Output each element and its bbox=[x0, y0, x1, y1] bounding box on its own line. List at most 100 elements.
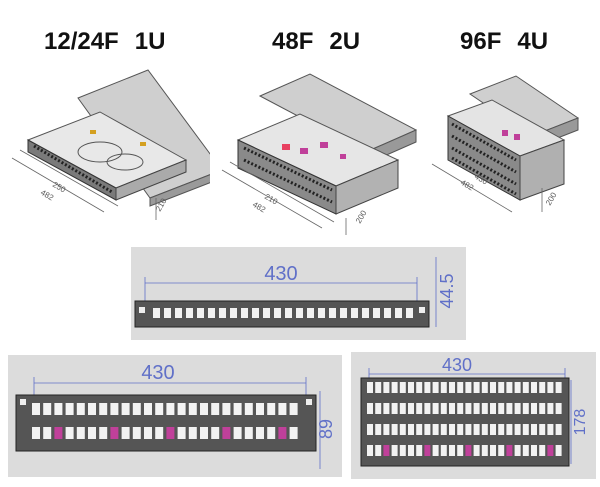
port bbox=[110, 427, 119, 439]
port bbox=[375, 382, 382, 393]
port bbox=[88, 427, 96, 439]
port bbox=[391, 403, 398, 414]
port bbox=[465, 445, 472, 456]
port bbox=[481, 424, 488, 435]
port bbox=[399, 403, 406, 414]
port bbox=[465, 403, 472, 414]
port bbox=[432, 382, 439, 393]
port bbox=[177, 403, 186, 415]
port bbox=[211, 427, 220, 439]
port bbox=[211, 403, 220, 415]
port bbox=[498, 382, 505, 393]
port bbox=[399, 445, 406, 456]
port bbox=[166, 403, 175, 415]
port bbox=[289, 403, 298, 415]
port bbox=[522, 445, 529, 456]
port bbox=[219, 308, 226, 318]
port bbox=[54, 403, 63, 415]
port bbox=[144, 427, 152, 439]
title-1u-fiber: 12/24F bbox=[44, 28, 119, 55]
iso-1u-label-a: 482 bbox=[39, 188, 56, 203]
port bbox=[465, 424, 472, 435]
port bbox=[506, 424, 513, 435]
port bbox=[278, 427, 287, 439]
port bbox=[88, 403, 96, 415]
port bbox=[424, 424, 431, 435]
port bbox=[43, 403, 52, 415]
iso-2u-label-a: 482 bbox=[251, 200, 268, 215]
port bbox=[547, 424, 554, 435]
port bbox=[318, 308, 325, 318]
port bbox=[289, 427, 298, 439]
port bbox=[481, 382, 488, 393]
port bbox=[457, 424, 464, 435]
front-1u-ports bbox=[153, 308, 413, 318]
port bbox=[547, 403, 554, 414]
port bbox=[391, 424, 398, 435]
port bbox=[514, 424, 521, 435]
port bbox=[208, 308, 215, 318]
port bbox=[383, 445, 390, 456]
port bbox=[121, 403, 130, 415]
front-4u-height-label: 178 bbox=[572, 409, 589, 436]
port bbox=[99, 427, 108, 439]
port bbox=[375, 445, 382, 456]
port bbox=[383, 382, 390, 393]
port bbox=[449, 424, 455, 435]
port bbox=[177, 427, 186, 439]
port bbox=[449, 445, 455, 456]
front-4u-ports bbox=[367, 382, 562, 456]
port bbox=[514, 382, 521, 393]
port bbox=[539, 424, 546, 435]
port bbox=[506, 382, 513, 393]
port bbox=[32, 427, 40, 439]
port bbox=[110, 403, 119, 415]
port bbox=[367, 382, 373, 393]
port bbox=[473, 445, 480, 456]
port bbox=[490, 424, 496, 435]
front-2u-height-label: 89 bbox=[316, 419, 336, 439]
port bbox=[449, 382, 455, 393]
port bbox=[155, 427, 164, 439]
iso-drawing-1u: 482 250 210 bbox=[11, 69, 210, 220]
port bbox=[65, 403, 74, 415]
port bbox=[329, 308, 336, 318]
port bbox=[481, 445, 488, 456]
port bbox=[473, 403, 480, 414]
port bbox=[432, 424, 439, 435]
port bbox=[424, 445, 431, 456]
port bbox=[440, 382, 447, 393]
port bbox=[155, 403, 164, 415]
title-4u-units: 4U bbox=[517, 28, 549, 55]
port bbox=[186, 308, 193, 318]
title-2u: 48F 2U bbox=[272, 28, 360, 56]
port bbox=[285, 308, 292, 318]
port bbox=[399, 382, 406, 393]
front-1u-width-label: 430 bbox=[264, 263, 297, 285]
port bbox=[233, 403, 242, 415]
title-2u-fiber: 48F bbox=[272, 28, 314, 55]
port bbox=[76, 427, 85, 439]
port bbox=[457, 382, 464, 393]
port bbox=[278, 403, 287, 415]
port bbox=[367, 445, 373, 456]
front-view-2u: 430 89 bbox=[8, 355, 342, 477]
port bbox=[498, 424, 505, 435]
port bbox=[457, 403, 464, 414]
port bbox=[547, 445, 554, 456]
port bbox=[498, 445, 505, 456]
port bbox=[166, 427, 175, 439]
port bbox=[416, 403, 423, 414]
port bbox=[32, 403, 40, 415]
port bbox=[222, 427, 231, 439]
port bbox=[408, 424, 414, 435]
port bbox=[473, 424, 480, 435]
port bbox=[54, 427, 63, 439]
port bbox=[76, 403, 85, 415]
port bbox=[555, 382, 562, 393]
port bbox=[132, 403, 141, 415]
title-2u-units: 2U bbox=[329, 28, 361, 55]
iso-2u-label-c: 200 bbox=[354, 208, 369, 225]
